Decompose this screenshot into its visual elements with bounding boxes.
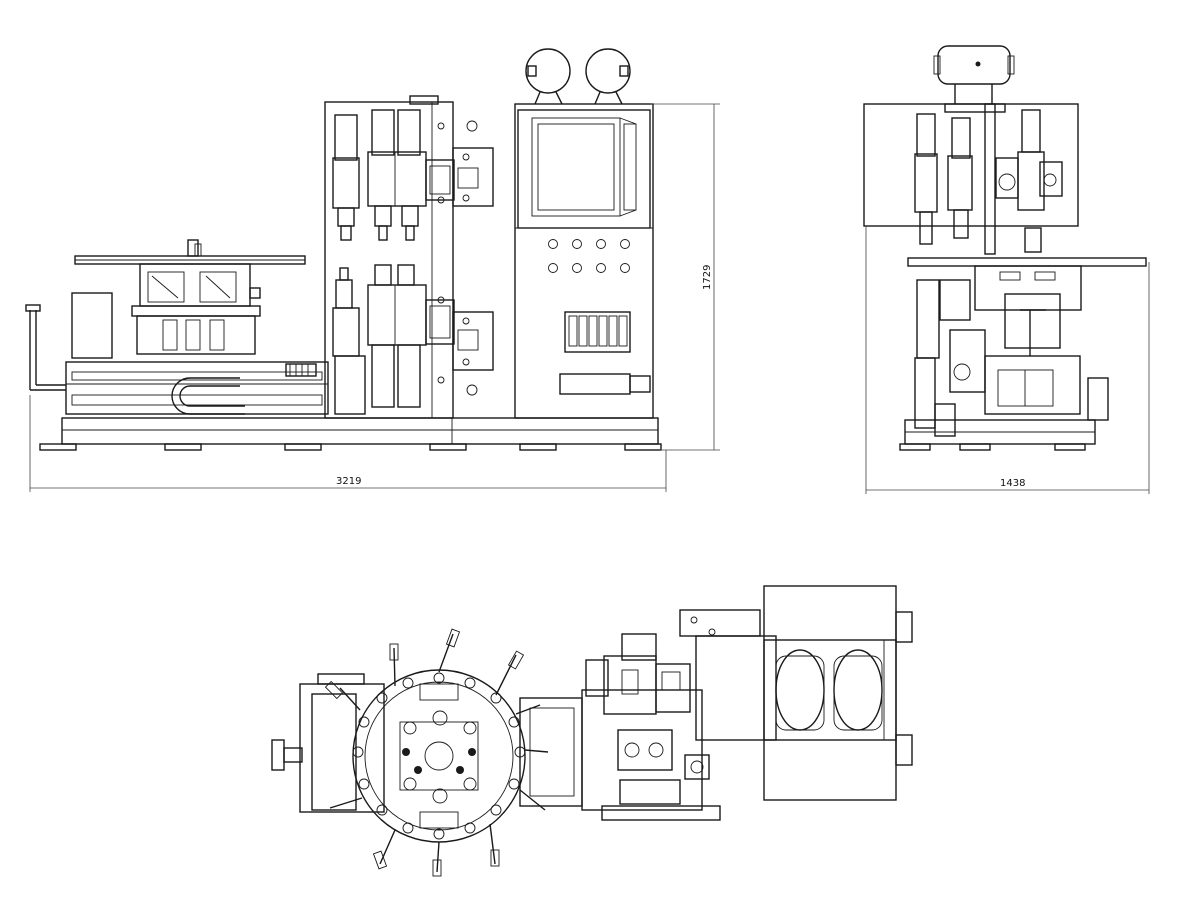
front-height-dim: 1729 [702,265,713,290]
front-width-dim: 3219 [336,476,361,487]
side-view: 1438 [863,45,1150,494]
side-width-dim: 1438 [1000,478,1025,489]
top-view [271,585,913,877]
front-view: 1729 3219 [25,48,720,492]
